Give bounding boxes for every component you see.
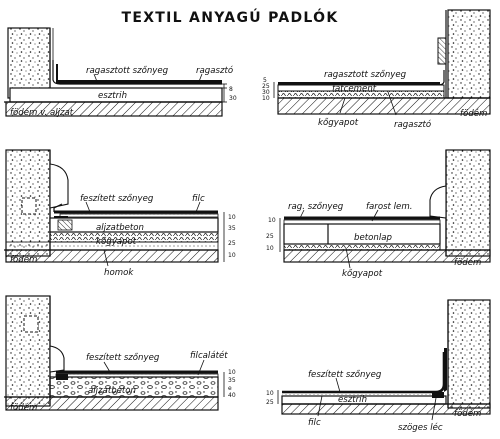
detail-glued-carpet-on-concrete-panel: 10 25 10 rag. szőnyeg farost lem. betonl… (266, 149, 491, 279)
label-felt: filc (192, 194, 205, 204)
dim-d: 10 (262, 95, 270, 102)
label-slab: födém (454, 257, 481, 268)
dim-b: 25 (266, 399, 274, 406)
label-slab-or-base: födém v. aljzat (10, 107, 74, 118)
label-felt: filc (308, 418, 321, 428)
label-concrete-panel: betonlap (354, 233, 392, 243)
label-glued-carpet: ragasztott szőnyeg (324, 70, 407, 80)
dim-a: 10 (266, 390, 274, 397)
label-rock-wool: kőgyapot (96, 237, 137, 247)
dim-a: 10 (228, 214, 236, 221)
label-base-concrete: aljzatbeton (96, 223, 144, 233)
label-cement-board: fatcement (332, 84, 377, 94)
label-adhesive: ragasztó (196, 65, 233, 76)
drawing-title: TEXTIL ANYAGÚ PADLÓK (122, 8, 339, 26)
dim-screed: 30 (229, 95, 237, 102)
dim-b: 25 (262, 83, 270, 90)
label-glued-carpet: rag. szőnyeg (288, 202, 344, 212)
dim-b: 35 (228, 377, 236, 384)
dim-b: 25 (266, 233, 274, 240)
detail-stretched-carpet-on-screed: 10 25 feszített szőnyeg esztrih filc szö… (266, 299, 491, 433)
detail-glued-carpet-on-screed: 8 30 ragasztott szőnyeg ragasztó esztrih… (4, 27, 237, 118)
label-base-concrete: aljzatbeton (88, 386, 136, 396)
detail-stretched-carpet-on-base-concrete: 10 35 e 40 feszített szőnyeg filcalátét … (4, 295, 236, 413)
dim-d: 40 (228, 392, 236, 399)
label-stretched-carpet: feszített szőnyeg (86, 353, 160, 363)
dim-c: 30 (262, 89, 270, 96)
label-glued-carpet: ragasztott szőnyeg (86, 66, 169, 76)
label-slab: födém (10, 402, 37, 413)
label-screed: esztrih (98, 91, 127, 101)
label-sand: homok (104, 268, 134, 278)
dim-c: 25 (228, 240, 236, 247)
dim-a: 10 (268, 217, 276, 224)
label-slab: födém (454, 408, 481, 419)
label-nailed-strip: szöges léc (398, 422, 443, 433)
dim-c: e (228, 385, 232, 392)
label-adhesive: ragasztó (394, 119, 431, 130)
label-fibreboard: farost lem. (366, 202, 412, 212)
dim-d: 10 (228, 252, 236, 259)
dim-carpet: 8 (229, 86, 233, 93)
dim-a: 10 (228, 369, 236, 376)
dim-b: 35 (228, 225, 236, 232)
detail-glued-carpet-on-cement-board: 5 25 30 10 ragasztott szőnyeg fatcement … (262, 9, 491, 130)
label-slab: födém (10, 254, 37, 265)
dim-c: 10 (266, 245, 274, 252)
label-rock-wool: kőgyapot (318, 118, 359, 128)
label-stretched-carpet: feszített szőnyeg (308, 370, 382, 380)
label-screed: esztrih (338, 395, 367, 405)
label-rock-wool: kőgyapot (342, 269, 383, 279)
label-stretched-carpet: feszített szőnyeg (80, 194, 154, 204)
dim-a: 5 (263, 77, 267, 84)
detail-stretched-carpet-on-concrete: 10 35 25 10 feszített szőnyeg filc aljza… (4, 149, 236, 278)
label-felt-underlay: filcalátét (190, 350, 228, 361)
label-slab: födém (460, 108, 487, 119)
